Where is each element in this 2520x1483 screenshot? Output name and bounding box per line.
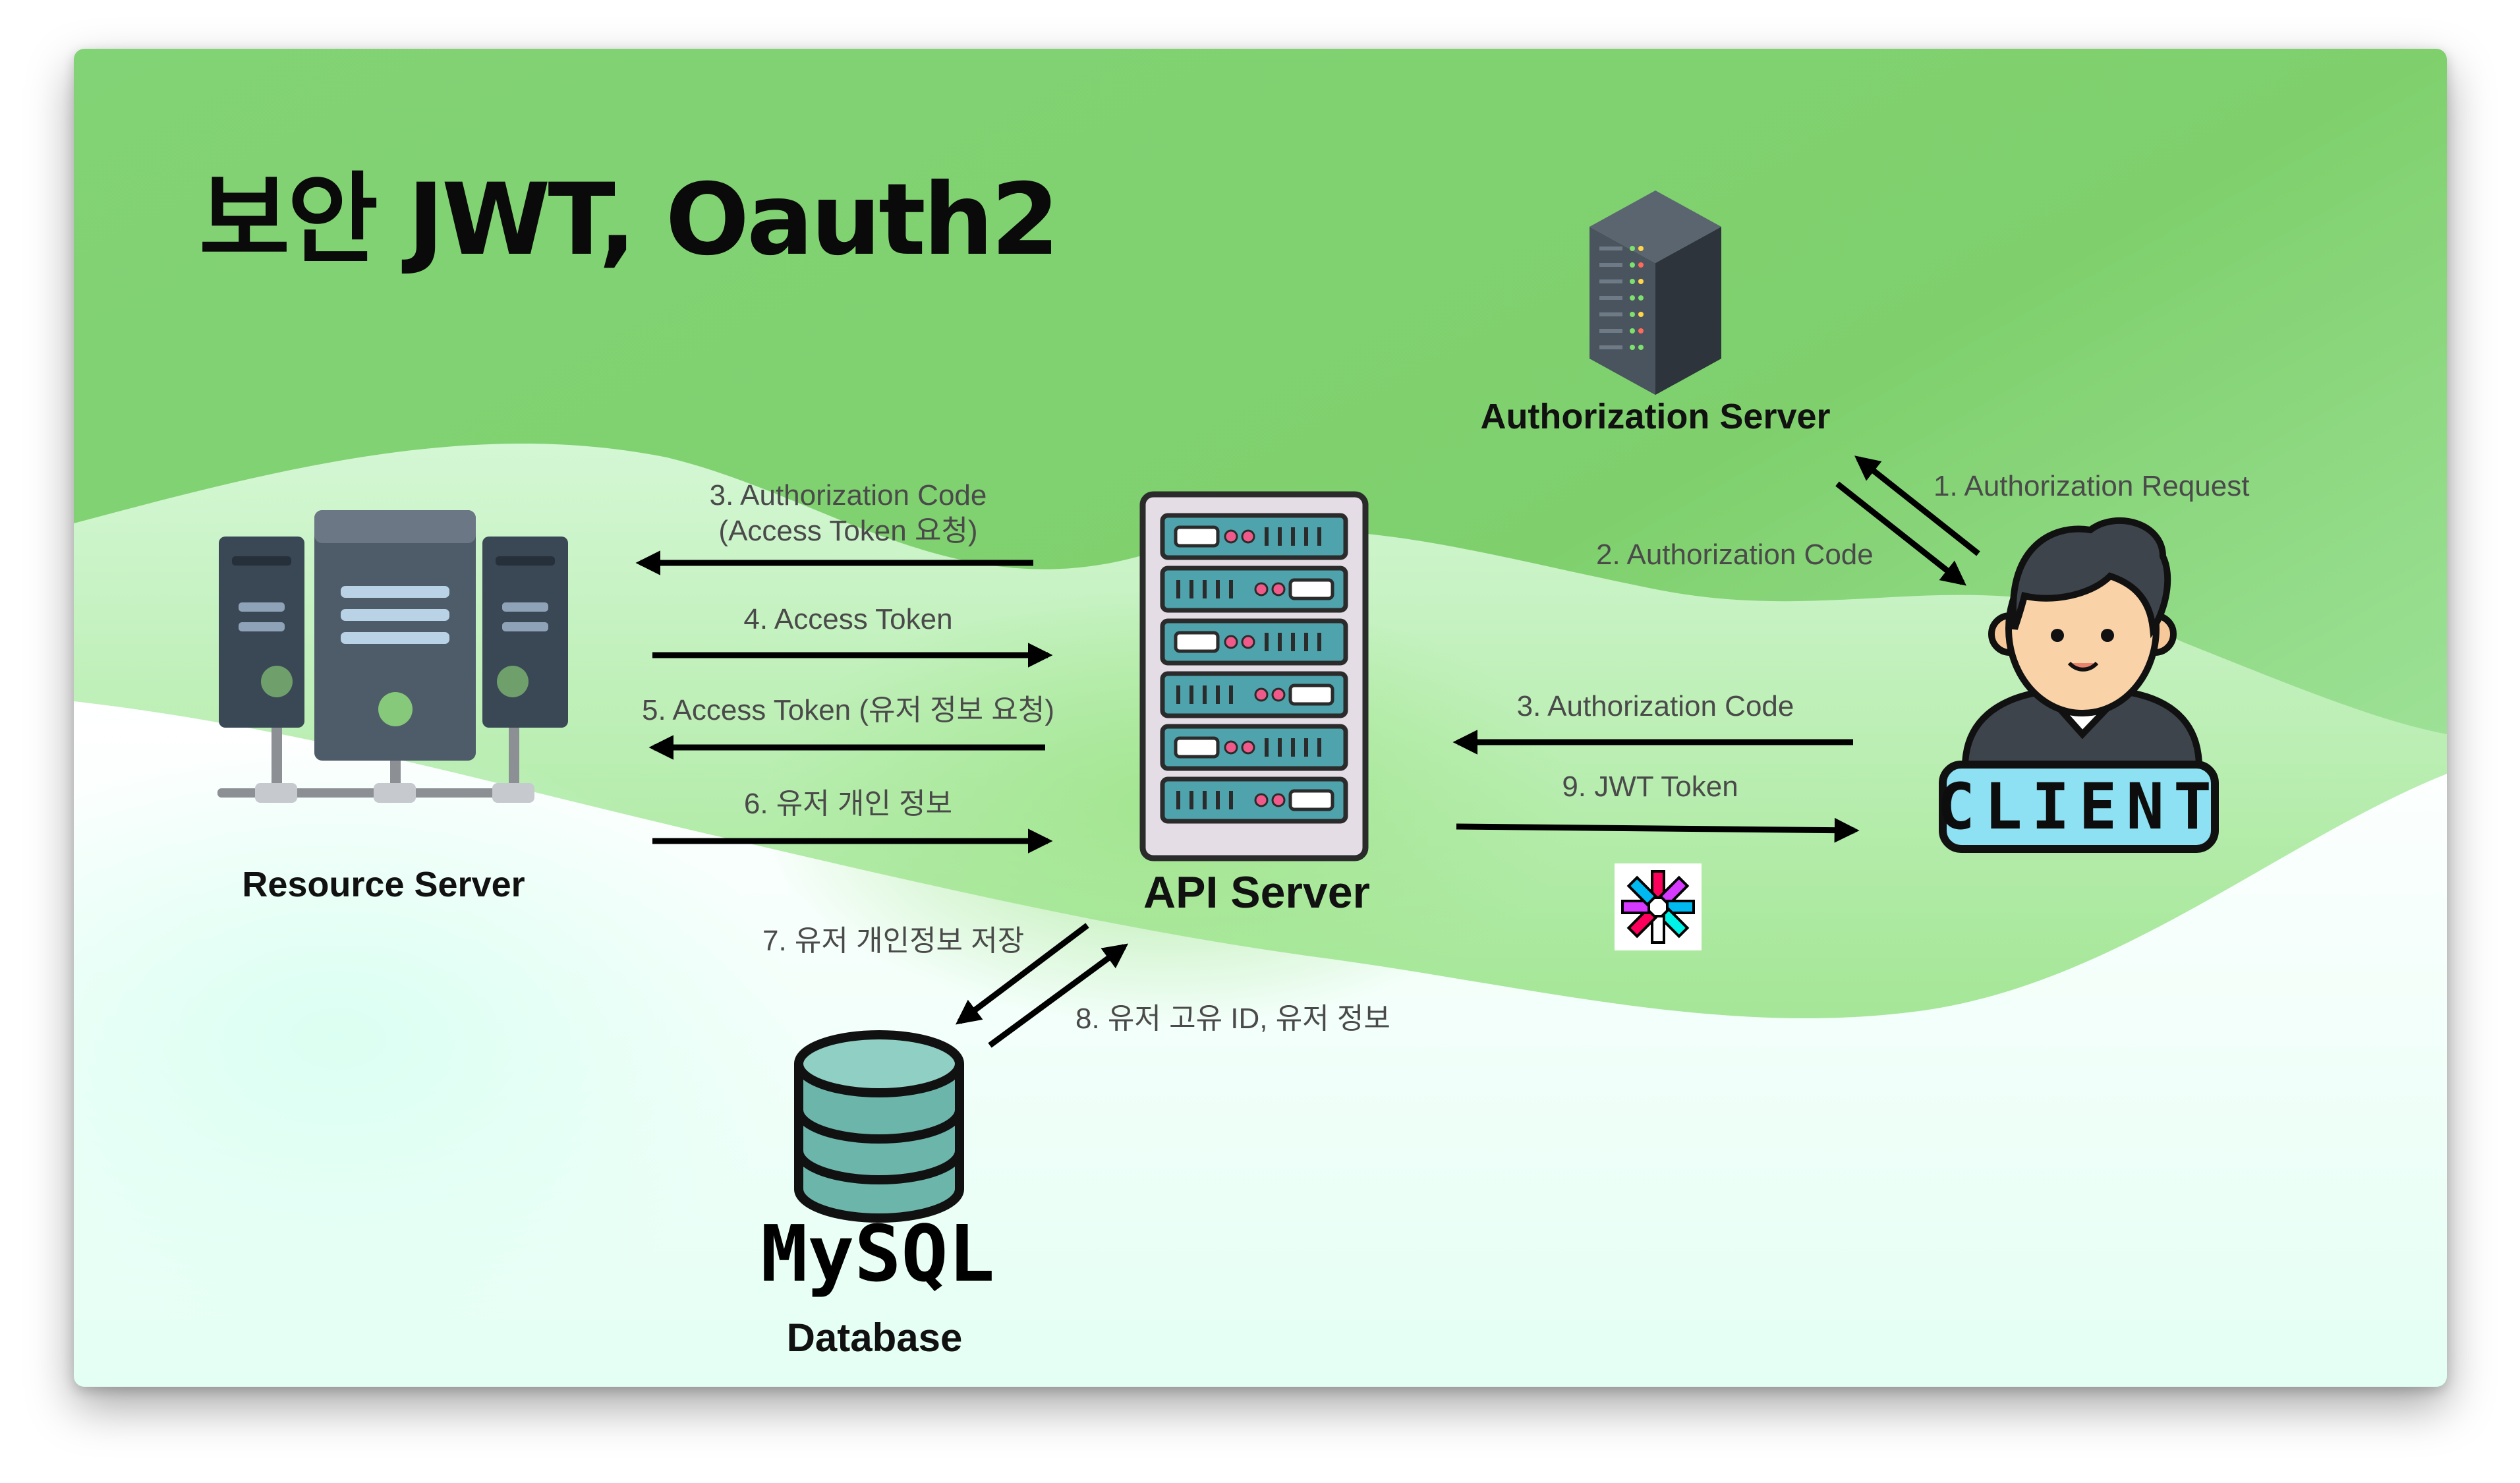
edge-label-auth-to-client-code: 2. Authorization Code <box>1596 538 1874 571</box>
arrow-api-to-client-jwt <box>1456 817 1860 843</box>
api-server-label: API Server <box>1143 867 1370 917</box>
database-label: Database <box>786 1316 963 1360</box>
client-badge-text: CLIENT <box>1937 770 2221 844</box>
client-badge: CLIENT <box>1937 761 2221 853</box>
server-rack-icon <box>1139 491 1369 861</box>
slide: 보안 JWT, Oauth2 <box>74 49 2447 1387</box>
arrow-api-to-db-save <box>955 923 1089 1025</box>
edge-label-client-to-auth-request: 1. Authorization Request <box>1933 470 2250 502</box>
edge-label-db-to-api-return: 8. 유저 고유 ID, 유저 정보 <box>1075 1003 1390 1035</box>
arrow-auth-to-client-code <box>1835 481 1966 586</box>
user-avatar-icon <box>1961 517 2203 771</box>
edge-label-api-to-resource-authcode-line1: 3. Authorization Code <box>709 479 987 511</box>
edge-label-resource-to-api-access-token: 4. Access Token <box>743 603 953 635</box>
edge-label-client-to-api-code: 3. Authorization Code <box>1516 690 1794 722</box>
arrow-db-to-api-return <box>988 943 1129 1048</box>
server-rack-cluster-icon <box>217 510 568 803</box>
edge-label-resource-to-api-user-info: 6. 유저 개인 정보 <box>743 788 953 820</box>
edge-label-api-to-client-jwt: 9. JWT Token <box>1562 771 1738 803</box>
diagram-canvas <box>217 190 2203 1223</box>
jwt-logo-icon <box>1615 863 1702 950</box>
resource-server-label: Resource Server <box>242 865 525 904</box>
server-tower-icon <box>1589 190 1721 395</box>
arrow-client-to-auth-request <box>1854 455 1980 556</box>
edge-label-api-to-resource-authcode-line2: (Access Token 요청) <box>718 515 978 547</box>
mysql-logo-text: MySQL <box>760 1208 995 1299</box>
edge-label-api-to-resource-user-info-request: 5. Access Token (유저 정보 요청) <box>641 694 1055 726</box>
edge-label-api-to-db-save: 7. 유저 개인정보 저장 <box>762 925 1025 957</box>
slide-title: 보안 JWT, Oauth2 <box>199 163 1060 277</box>
authorization-server-label: Authorization Server <box>1480 397 1831 436</box>
database-cylinder-icon <box>794 1030 964 1223</box>
